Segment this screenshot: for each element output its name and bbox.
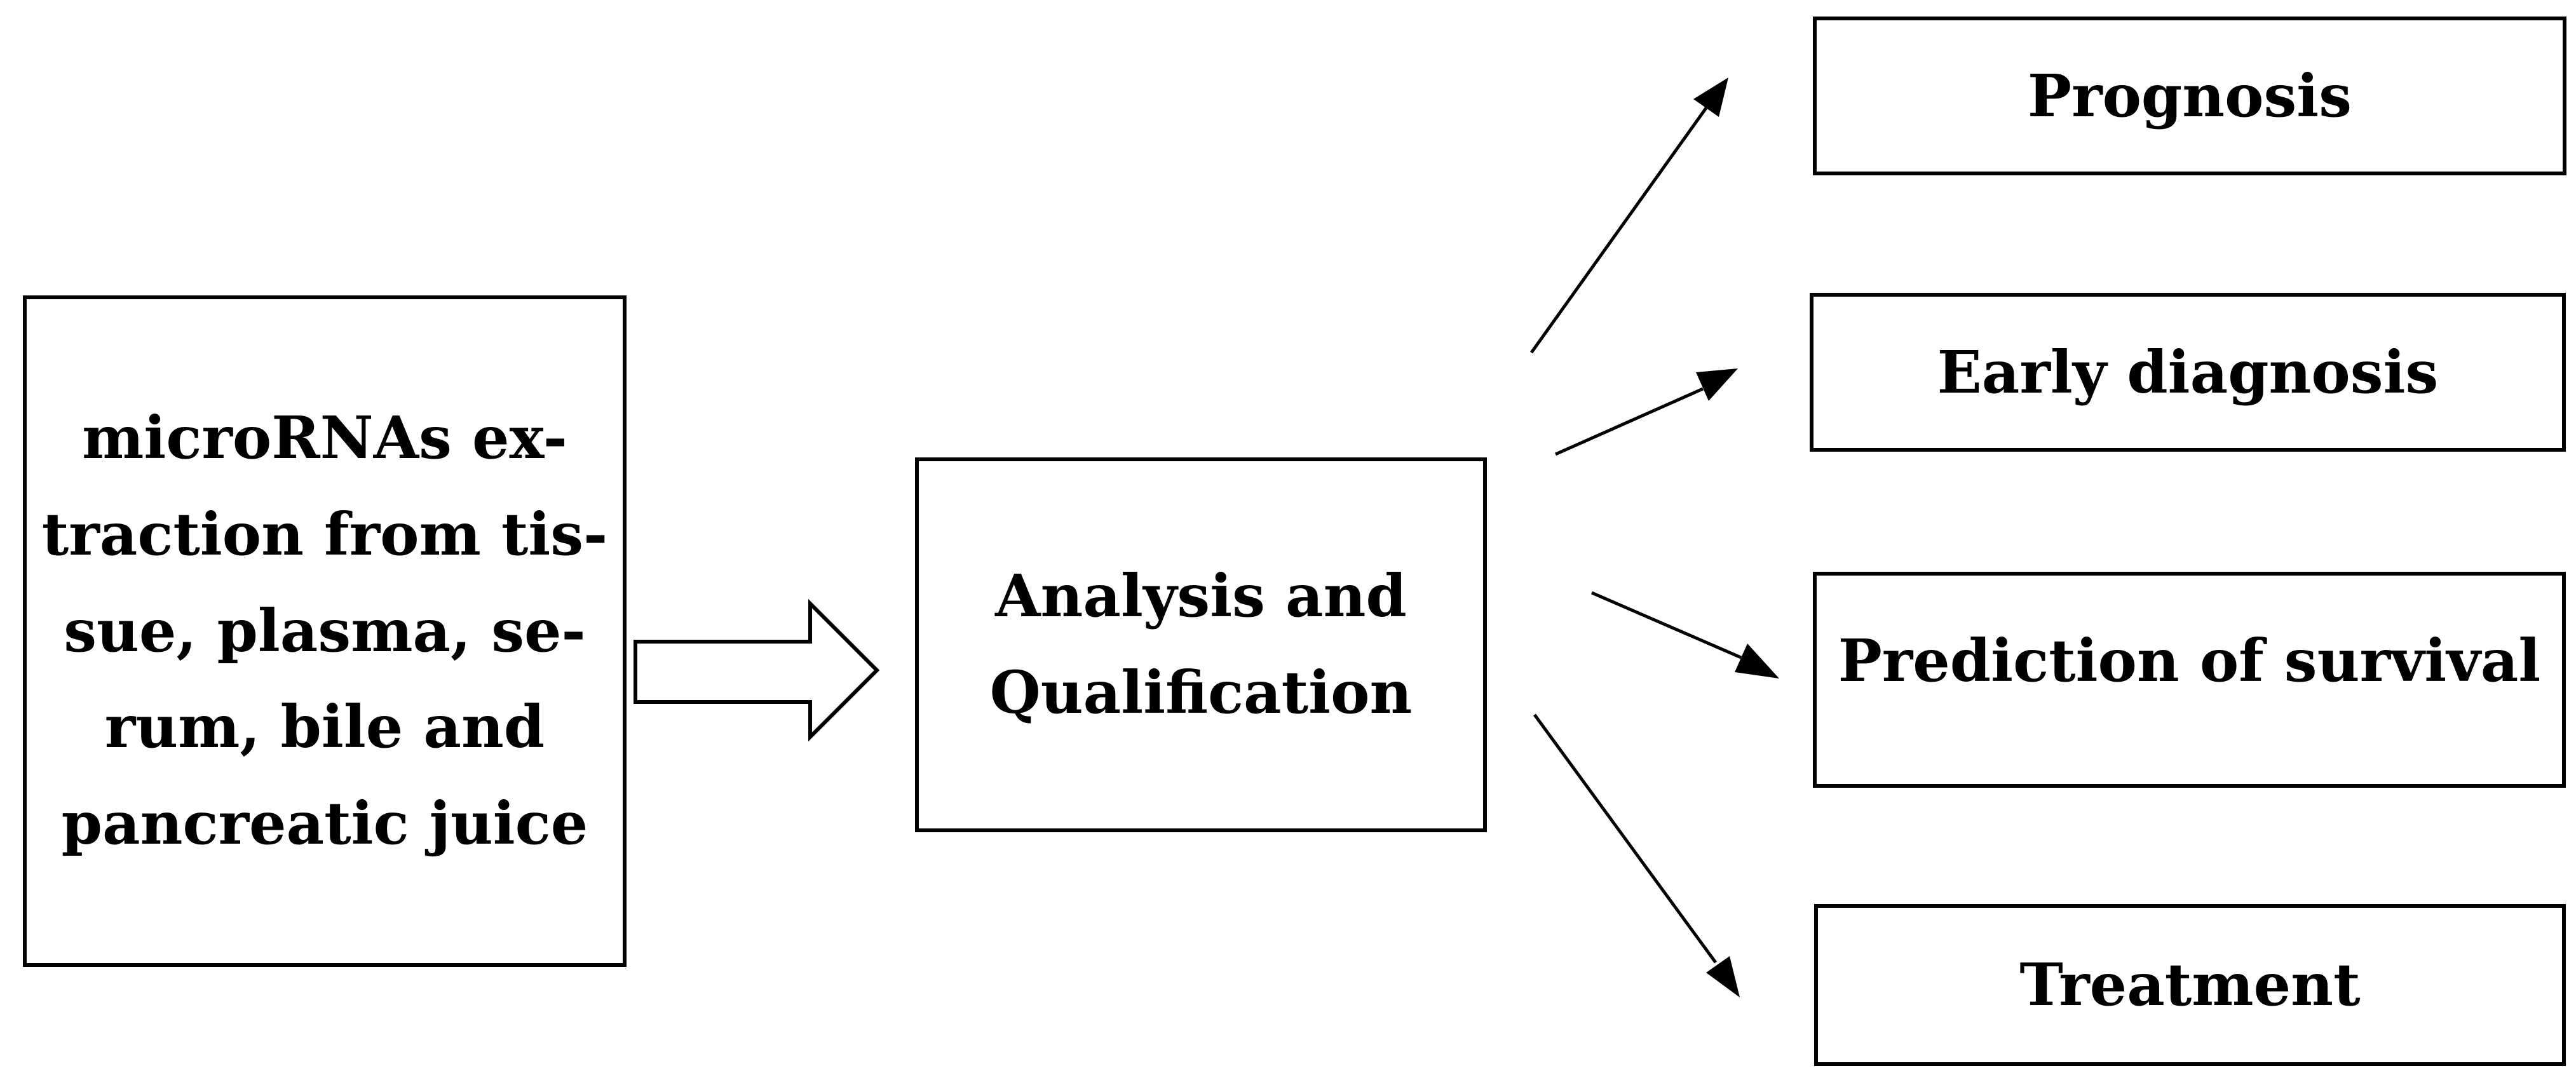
arrowhead-icon xyxy=(1696,368,1738,401)
arrowhead-icon xyxy=(1693,78,1728,117)
source-line: rum, bile and xyxy=(104,692,545,762)
source-line: microRNAs ex- xyxy=(82,403,567,472)
arrow-to-prognosis xyxy=(1529,78,1728,354)
source-text: microRNAs ex- traction from tis- sue, pl… xyxy=(42,390,608,872)
source-line: pancreatic juice xyxy=(61,789,588,858)
analysis-box: Analysis and Qualification xyxy=(915,457,1487,832)
arrow-to-treatment xyxy=(1533,713,1740,997)
analysis-text: Analysis and Qualification xyxy=(990,548,1413,741)
source-box: microRNAs ex- traction from tis- sue, pl… xyxy=(23,295,627,967)
prediction-of-survival-label: Prediction of survival xyxy=(1838,626,2541,695)
analysis-line: Analysis and xyxy=(995,562,1407,631)
source-line: sue, plasma, se- xyxy=(64,596,586,665)
prognosis-label: Prognosis xyxy=(2027,61,2352,130)
arrowhead-icon xyxy=(1706,956,1740,997)
treatment-label: Treatment xyxy=(2019,950,2361,1020)
hollow-block-arrow-icon xyxy=(634,598,880,742)
arrow-to-prediction-of-survival xyxy=(1591,591,1779,678)
early-diagnosis-label: Early diagnosis xyxy=(1937,337,2439,407)
early-diagnosis-box: Early diagnosis xyxy=(1810,293,2566,452)
treatment-box: Treatment xyxy=(1814,904,2566,1066)
arrowhead-icon xyxy=(1735,644,1779,678)
source-line: traction from tis- xyxy=(41,499,608,569)
arrow-to-early-diagnosis xyxy=(1554,368,1738,456)
prognosis-box: Prognosis xyxy=(1813,17,2566,175)
prediction-of-survival-box: Prediction of survival xyxy=(1813,572,2566,788)
analysis-line: Qualification xyxy=(989,658,1413,727)
